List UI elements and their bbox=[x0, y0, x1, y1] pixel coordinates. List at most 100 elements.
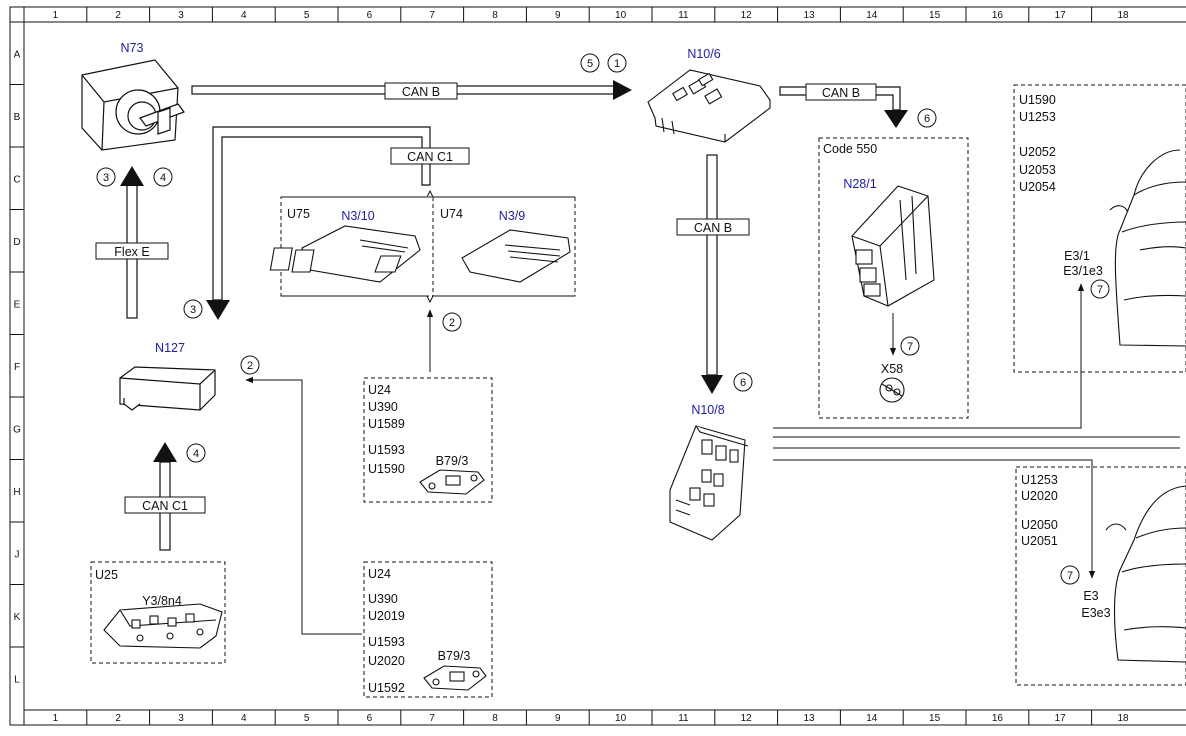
upper-box-sensor: B79/3 bbox=[436, 454, 469, 468]
right-bottom-code-3: U2051 bbox=[1021, 534, 1058, 548]
right-top-code-0: U1590 bbox=[1019, 93, 1056, 107]
svg-text:6: 6 bbox=[924, 113, 930, 125]
lower-box-code-4: U2020 bbox=[368, 654, 405, 668]
module-n10-6-icon bbox=[647, 69, 771, 143]
code-u75: U75 bbox=[287, 207, 310, 221]
sensor-b79-3-lower-icon bbox=[423, 665, 487, 691]
grid-row-label: G bbox=[13, 424, 21, 435]
right-bottom-label-1: E3 bbox=[1083, 589, 1098, 603]
grid-column-label: 12 bbox=[741, 10, 753, 21]
svg-text:6: 6 bbox=[740, 377, 746, 389]
lower-box-code-2: U2019 bbox=[368, 609, 405, 623]
grid-column-label: 14 bbox=[866, 713, 878, 724]
svg-text:1: 1 bbox=[614, 58, 620, 70]
svg-text:7: 7 bbox=[1067, 570, 1073, 582]
svg-text:4: 4 bbox=[193, 448, 199, 460]
grid-column-label: 13 bbox=[803, 10, 815, 21]
grid-column-label: 8 bbox=[492, 713, 498, 724]
grid-column-label: 10 bbox=[615, 713, 627, 724]
u25-label: Y3/8n4 bbox=[142, 594, 182, 608]
grid-column-label: 2 bbox=[115, 10, 121, 21]
right-bottom-code-2: U2050 bbox=[1021, 518, 1058, 532]
grid-row-label: K bbox=[14, 612, 21, 623]
grid-column-label: 16 bbox=[992, 713, 1004, 724]
grid-column-label: 3 bbox=[178, 10, 184, 21]
right-top-code-3: U2053 bbox=[1019, 163, 1056, 177]
label-x58: X58 bbox=[881, 362, 903, 376]
can-c1-top-line: CAN C1 bbox=[206, 126, 470, 320]
grid-row-label: D bbox=[13, 237, 20, 248]
grid-column-label: 6 bbox=[367, 10, 373, 21]
upper-box-code-0: U24 bbox=[368, 383, 391, 397]
lower-box-code-1: U390 bbox=[368, 592, 398, 606]
car-front-lower-icon bbox=[1105, 485, 1186, 663]
grid-column-label: 17 bbox=[1055, 10, 1067, 21]
grid-column-label: 6 bbox=[367, 713, 373, 724]
grid-column-label: 7 bbox=[429, 713, 435, 724]
svg-text:7: 7 bbox=[1097, 284, 1103, 296]
right-top-code-1: U1253 bbox=[1019, 110, 1056, 124]
car-front-upper-icon bbox=[1109, 149, 1186, 347]
grid-column-label: 15 bbox=[929, 10, 941, 21]
label-n3-10: N3/10 bbox=[341, 209, 374, 223]
ignition-lock-icon bbox=[81, 59, 185, 151]
code-u74: U74 bbox=[440, 207, 463, 221]
right-bottom-code-0: U1253 bbox=[1021, 473, 1058, 487]
label-n127: N127 bbox=[155, 341, 185, 355]
svg-text:7: 7 bbox=[907, 341, 913, 353]
grid-column-label: 9 bbox=[555, 713, 561, 724]
grid-row-label: F bbox=[14, 362, 20, 373]
label-n10-8: N10/8 bbox=[691, 403, 724, 417]
grid-row-label: H bbox=[13, 487, 20, 498]
grid-column-label: 9 bbox=[555, 10, 561, 21]
marker-m5: 5 bbox=[580, 53, 600, 73]
marker-m7a: 7 bbox=[900, 336, 920, 356]
can-c1-bottom-label: CAN C1 bbox=[142, 499, 188, 513]
flex-e-line: Flex E bbox=[95, 166, 169, 319]
grid-column-label: 10 bbox=[615, 10, 627, 21]
ecu-group-brace bbox=[281, 189, 575, 304]
grid-column-label: 11 bbox=[678, 10, 689, 21]
grid-row-label: L bbox=[14, 674, 20, 685]
svg-text:5: 5 bbox=[587, 58, 593, 70]
right-bottom-label-2: E3e3 bbox=[1081, 606, 1110, 620]
u25-code: U25 bbox=[95, 568, 118, 582]
can-c1-bottom-line: CAN C1 bbox=[124, 442, 206, 551]
grid-row-label: E bbox=[14, 299, 21, 310]
grid-column-label: 17 bbox=[1055, 713, 1067, 724]
grid-column-label: 3 bbox=[178, 713, 184, 724]
can-c1-top-label: CAN C1 bbox=[407, 150, 453, 164]
can-b-vertical-line: CAN B bbox=[676, 154, 750, 394]
marker-m3b: 3 bbox=[183, 299, 203, 319]
label-n73: N73 bbox=[121, 41, 144, 55]
grid-column-label: 11 bbox=[678, 713, 689, 724]
module-n127-icon bbox=[119, 366, 216, 411]
grid-column-label: 14 bbox=[866, 10, 878, 21]
marker-m7b: 7 bbox=[1090, 279, 1110, 299]
grid-column-label: 18 bbox=[1117, 713, 1129, 724]
ecu-n3-9-icon bbox=[374, 229, 571, 283]
grid-column-label: 13 bbox=[803, 713, 815, 724]
grid-column-label: 4 bbox=[241, 713, 247, 724]
marker-m6b: 6 bbox=[733, 372, 753, 392]
upper-box-code-2: U1589 bbox=[368, 417, 405, 431]
lower-box-code-0: U24 bbox=[368, 567, 391, 581]
upper-box-code-1: U390 bbox=[368, 400, 398, 414]
label-n28-1: N28/1 bbox=[843, 177, 876, 191]
marker-m3a: 3 bbox=[96, 167, 116, 187]
grid-column-label: 8 bbox=[492, 10, 498, 21]
svg-text:2: 2 bbox=[247, 360, 253, 372]
grid-frame bbox=[9, 6, 1186, 726]
can-b-vertical-label: CAN B bbox=[694, 221, 732, 235]
right-top-code-4: U2054 bbox=[1019, 180, 1056, 194]
grid-row-label: B bbox=[14, 112, 21, 123]
label-n10-6: N10/6 bbox=[687, 47, 720, 61]
marker-m1: 1 bbox=[607, 53, 627, 73]
can-b-top-line: CAN B bbox=[191, 80, 632, 100]
marker-m7c: 7 bbox=[1060, 565, 1080, 585]
flex-e-label: Flex E bbox=[114, 245, 149, 259]
